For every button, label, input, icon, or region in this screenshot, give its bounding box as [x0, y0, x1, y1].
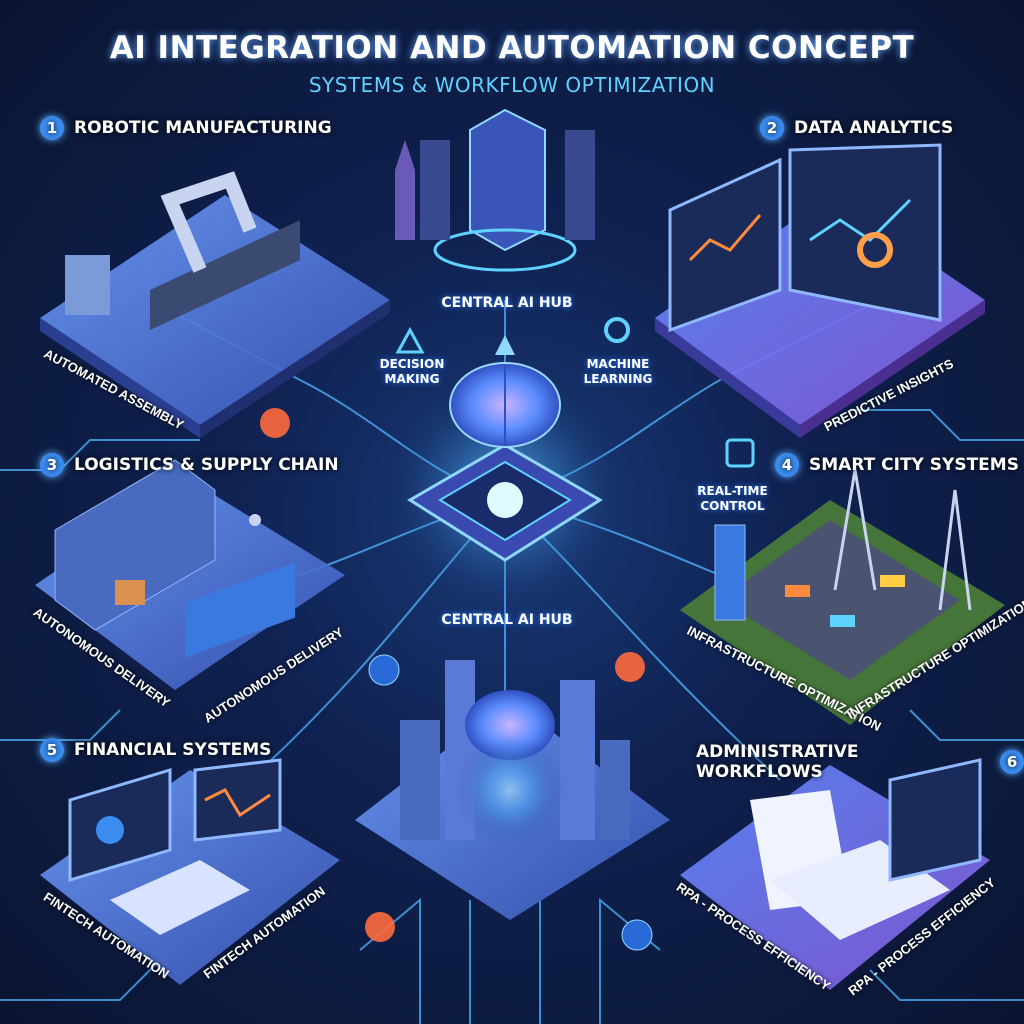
section-robotic-manufacturing: 1 ROBOTIC MANUFACTURING [40, 116, 332, 140]
section-number: 4 [775, 453, 799, 477]
section-label: ROBOTIC MANUFACTURING [74, 118, 332, 138]
section-label: FINANCIAL SYSTEMS [74, 740, 272, 760]
power-tower-icon [833, 469, 972, 611]
warehouse-icon [54, 459, 216, 631]
dashboard-icon [668, 157, 782, 333]
platform-5 [40, 758, 340, 985]
page-title: AI INTEGRATION AND AUTOMATION CONCEPT [109, 30, 915, 66]
section-financial: 5 FINANCIAL SYSTEMS [40, 738, 271, 762]
section-logistics: 3 LOGISTICS & SUPPLY CHAIN [40, 453, 339, 477]
database-icon [368, 654, 400, 686]
platform-4 [680, 469, 1005, 725]
triangle-icon [395, 326, 425, 354]
gear-icon [604, 317, 630, 343]
platform-1 [40, 171, 390, 438]
dollar-icon [96, 816, 124, 844]
platform-3 [35, 459, 345, 690]
section-administrative: 6 ADMINISTRATIVE WORKFLOWS [696, 742, 1024, 782]
page-subtitle: SYSTEMS & WORKFLOW OPTIMIZATION [308, 73, 716, 97]
top-server [395, 108, 595, 272]
truck-icon [185, 562, 295, 658]
robotic-arm-icon [160, 171, 257, 273]
central-chip [385, 335, 625, 610]
section-data-analytics: 2 DATA ANALYTICS [760, 116, 953, 140]
decision-making-label: DECISION MAKING [379, 357, 445, 386]
platform-2 [655, 143, 985, 438]
section-number: 3 [40, 453, 64, 477]
section-label: LOGISTICS & SUPPLY CHAIN [74, 455, 339, 475]
central-ai-hub-label: CENTRAL AI HUB [441, 295, 573, 311]
node-icons [260, 317, 755, 951]
section-number: 1 [40, 116, 64, 140]
machine-learning-label: MACHINE LEARNING [583, 357, 653, 386]
section-label: DATA ANALYTICS [794, 118, 954, 138]
real-time-control-label: REAL-TIME CONTROL [697, 484, 768, 513]
section-number: 5 [40, 738, 64, 762]
central-ai-hub-label-bottom: CENTRAL AI HUB [441, 612, 573, 628]
section-label: ADMINISTRATIVE WORKFLOWS [696, 742, 859, 782]
section-label: SMART CITY SYSTEMS [809, 455, 1019, 475]
drone-icon [249, 514, 261, 526]
section-smart-city: 4 SMART CITY SYSTEMS [775, 453, 1019, 477]
section-number: 2 [760, 116, 784, 140]
platform-6 [680, 758, 990, 990]
platform-center [355, 660, 670, 920]
section-number: 6 [1000, 750, 1024, 774]
